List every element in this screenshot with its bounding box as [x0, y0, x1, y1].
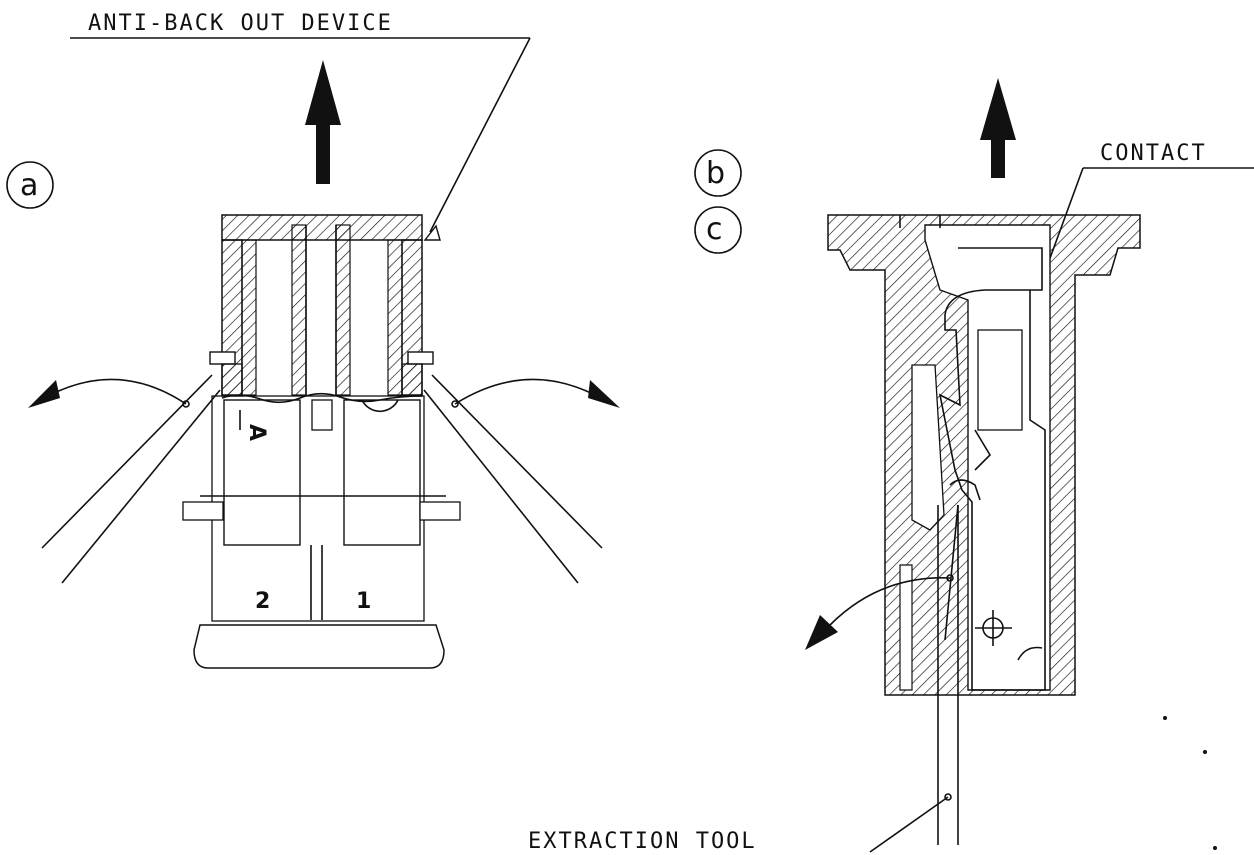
extraction-tool-label: EXTRACTION TOOL	[528, 829, 757, 854]
anti-back-out-device	[209, 214, 434, 404]
pull-arrow-bc	[980, 78, 1016, 178]
extraction-tool	[805, 504, 959, 845]
contact-label: CONTACT	[1100, 141, 1207, 166]
circle-c-label: c	[706, 212, 723, 247]
circle-a	[6, 161, 54, 209]
anti-back-out-leader	[429, 37, 531, 233]
polarity-mark: A	[244, 424, 269, 441]
cavity-2-label: 2	[255, 589, 270, 614]
pull-arrow-a	[305, 60, 341, 184]
anti-back-out-label: ANTI-BACK OUT DEVICE	[88, 11, 393, 36]
extraction-tools-a	[28, 374, 620, 584]
view-a: ANTI-BACK OUT DEVICE a	[6, 11, 620, 669]
leader-arrowhead	[423, 224, 441, 241]
circle-b-label: b	[706, 156, 725, 191]
view-bc: b c CONTACT	[528, 78, 1254, 854]
circle-c	[694, 206, 742, 254]
cavity-1-label: 1	[356, 589, 371, 614]
contact	[938, 247, 1046, 691]
connector-body: 2 1 A	[182, 395, 461, 669]
circle-a-label: a	[20, 168, 38, 203]
circle-b	[694, 149, 742, 197]
extraction-tool-leader	[869, 796, 949, 853]
